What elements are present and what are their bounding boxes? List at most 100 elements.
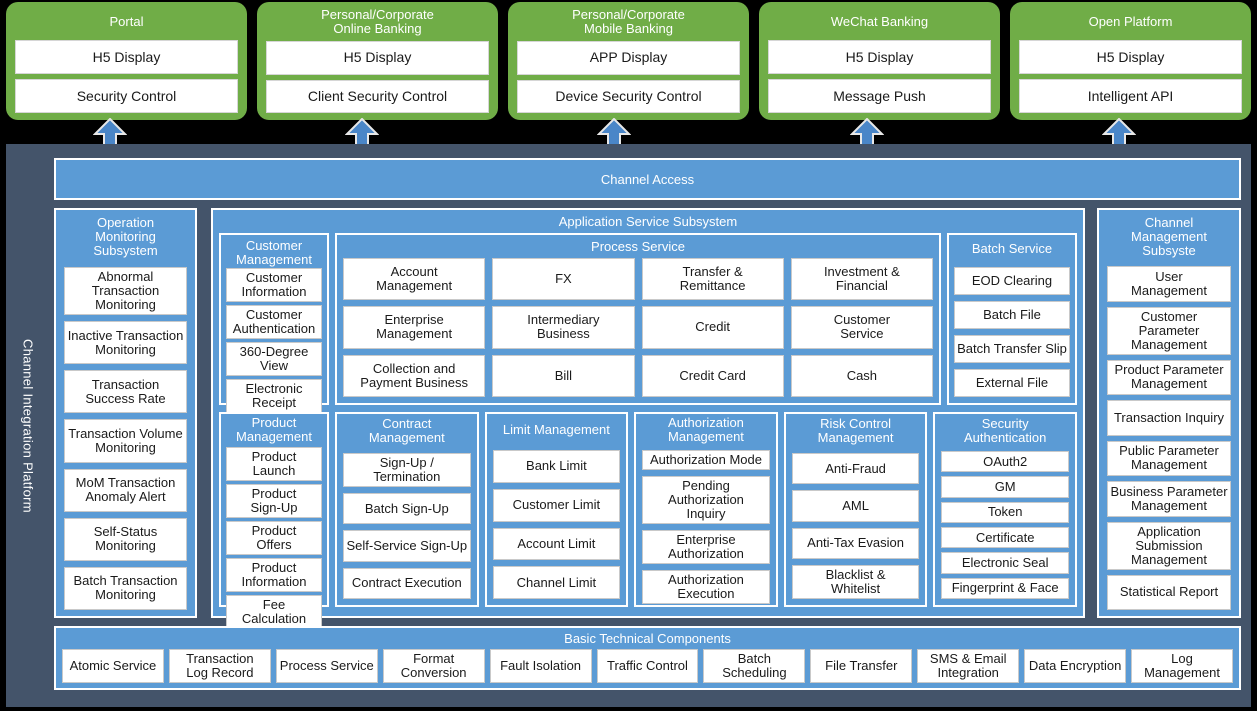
- channel-item[interactable]: APP Display: [517, 41, 740, 75]
- authorization-management-item[interactable]: Enterprise Authorization: [642, 530, 770, 564]
- security-authentication-item[interactable]: Certificate: [941, 526, 1069, 549]
- security-authentication-item[interactable]: Fingerprint & Face: [941, 577, 1069, 599]
- opmon-item[interactable]: Inactive Transaction Monitoring: [64, 321, 187, 365]
- channel-item[interactable]: H5 Display: [15, 40, 238, 74]
- process-service-item[interactable]: Cash: [790, 354, 933, 397]
- channel-card-online-banking[interactable]: Personal/Corporate Online Banking H5 Dis…: [257, 2, 498, 120]
- customer-management-item[interactable]: 360-Degree View: [226, 342, 322, 376]
- security-authentication-item[interactable]: GM: [941, 476, 1069, 498]
- customer-management-item[interactable]: Customer Information: [226, 268, 322, 302]
- limit-management-item[interactable]: Account Limit: [492, 527, 621, 561]
- opmon-item[interactable]: MoM Transaction Anomaly Alert: [64, 468, 187, 512]
- product-management-item[interactable]: Product Launch: [226, 447, 322, 481]
- group-title: Risk Control Management: [817, 416, 894, 445]
- contract-management-item[interactable]: Batch Sign-Up: [343, 493, 471, 525]
- channel-management-item[interactable]: Product Parameter Management: [1107, 359, 1231, 395]
- channel-item[interactable]: Security Control: [15, 79, 238, 113]
- batch-service-item[interactable]: External File: [954, 369, 1070, 397]
- security-authentication-item[interactable]: Electronic Seal: [941, 552, 1069, 574]
- channel-access-label: Channel Access: [600, 171, 695, 187]
- contract-management-item[interactable]: Sign-Up / Termination: [343, 453, 471, 487]
- basic-component-item[interactable]: Transaction Log Record: [168, 649, 271, 683]
- customer-management-item[interactable]: Electronic Receipt: [226, 379, 322, 413]
- channel-item[interactable]: H5 Display: [1019, 40, 1242, 74]
- section-title: Basic Technical Components: [564, 631, 731, 646]
- product-management-item[interactable]: Product Information: [226, 558, 322, 592]
- channel-card-wechat-banking[interactable]: WeChat Banking H5 Display Message Push: [759, 2, 1000, 120]
- channel-management-item[interactable]: Transaction Inquiry: [1107, 400, 1231, 436]
- channel-management-item[interactable]: Customer Parameter Management: [1107, 306, 1231, 355]
- basic-component-item[interactable]: Log Management: [1131, 649, 1233, 683]
- security-authentication-item[interactable]: Token: [941, 501, 1069, 523]
- channel-management-item[interactable]: Public Parameter Management: [1107, 440, 1231, 476]
- basic-components-row: Atomic Service Transaction Log Record Pr…: [62, 649, 1233, 683]
- limit-management-item[interactable]: Customer Limit: [492, 488, 621, 522]
- risk-control-item[interactable]: Blacklist & Whitelist: [791, 564, 920, 599]
- channel-item[interactable]: Device Security Control: [517, 79, 740, 113]
- basic-component-item[interactable]: Batch Scheduling: [703, 649, 806, 683]
- process-service-item[interactable]: FX: [492, 258, 635, 301]
- basic-component-item[interactable]: Traffic Control: [596, 649, 699, 683]
- opmon-item[interactable]: Transaction Success Rate: [64, 370, 187, 414]
- basic-component-item[interactable]: File Transfer: [810, 649, 913, 683]
- process-service-item[interactable]: Transfer & Remittance: [641, 258, 784, 301]
- basic-component-item[interactable]: Atomic Service: [62, 649, 164, 683]
- risk-control-item[interactable]: Anti-Fraud: [791, 453, 920, 485]
- basic-component-item[interactable]: Process Service: [275, 649, 378, 683]
- channel-item[interactable]: Message Push: [768, 79, 991, 113]
- contract-management-item[interactable]: Self-Service Sign-Up: [343, 530, 471, 562]
- channel-item[interactable]: H5 Display: [768, 40, 991, 74]
- process-service-item[interactable]: Account Management: [343, 258, 486, 301]
- channel-management-item[interactable]: User Management: [1107, 266, 1231, 302]
- batch-service-item[interactable]: EOD Clearing: [954, 267, 1070, 295]
- channel-item[interactable]: H5 Display: [266, 41, 489, 75]
- security-authentication-item[interactable]: OAuth2: [941, 451, 1069, 473]
- channel-item[interactable]: Client Security Control: [266, 79, 489, 113]
- opmon-item[interactable]: Self-Status Monitoring: [64, 517, 187, 561]
- channel-card-mobile-banking[interactable]: Personal/Corporate Mobile Banking APP Di…: [508, 2, 749, 120]
- customer-management-item[interactable]: Customer Authentication: [226, 305, 322, 339]
- limit-management-item[interactable]: Channel Limit: [492, 566, 621, 599]
- risk-control-item[interactable]: Anti-Tax Evasion: [791, 527, 920, 559]
- opmon-item[interactable]: Transaction Volume Monitoring: [64, 419, 187, 463]
- batch-service-group: Batch Service EOD Clearing Batch File Ba…: [947, 233, 1077, 405]
- limit-management-group: Limit Management Bank Limit Customer Lim…: [484, 412, 629, 607]
- channel-card-portal[interactable]: Portal H5 Display Security Control: [6, 2, 247, 120]
- authorization-management-item[interactable]: Pending Authorization Inquiry: [642, 476, 770, 524]
- process-service-item[interactable]: Credit: [641, 306, 784, 349]
- channel-item[interactable]: Intelligent API: [1019, 79, 1242, 113]
- opmon-item[interactable]: Batch Transaction Monitoring: [64, 566, 187, 611]
- product-management-item[interactable]: Product Offers: [226, 521, 322, 555]
- product-management-item[interactable]: Fee Calculation: [226, 595, 322, 629]
- product-management-item[interactable]: Product Sign-Up: [226, 484, 322, 518]
- group-title: Limit Management: [502, 421, 610, 437]
- process-service-item[interactable]: Investment & Financial: [790, 258, 933, 301]
- security-authentication-group: Security Authentication OAuth2 GM Token …: [933, 412, 1077, 607]
- basic-component-item[interactable]: Data Encryption: [1024, 649, 1127, 683]
- group-title: Batch Service: [971, 241, 1053, 256]
- process-service-item[interactable]: Credit Card: [641, 354, 784, 397]
- basic-component-item[interactable]: SMS & Email Integration: [917, 649, 1020, 683]
- channel-management-item[interactable]: Application Submission Management: [1107, 521, 1231, 570]
- group-title: Contract Management: [368, 416, 445, 445]
- authorization-management-item[interactable]: Authorization Execution: [642, 570, 770, 604]
- channel-management-item[interactable]: Business Parameter Management: [1107, 481, 1231, 517]
- batch-service-item[interactable]: Batch Transfer Slip: [954, 335, 1070, 363]
- process-service-item[interactable]: Intermediary Business: [492, 306, 635, 349]
- process-service-item[interactable]: Bill: [492, 354, 635, 397]
- channel-management-item[interactable]: Statistical Report: [1107, 574, 1231, 610]
- risk-control-item[interactable]: AML: [791, 490, 920, 522]
- opmon-item[interactable]: Abnormal Transaction Monitoring: [64, 267, 187, 315]
- process-service-item[interactable]: Collection and Payment Business: [343, 354, 486, 397]
- basic-component-item[interactable]: Fault Isolation: [489, 649, 592, 683]
- channel-access-bar[interactable]: Channel Access: [54, 158, 1241, 200]
- batch-service-item[interactable]: Batch File: [954, 301, 1070, 329]
- appsvc-row-2: Product Management Product Launch Produc…: [219, 412, 1077, 629]
- channel-card-open-platform[interactable]: Open Platform H5 Display Intelligent API: [1010, 2, 1251, 120]
- authorization-management-item[interactable]: Authorization Mode: [642, 450, 770, 470]
- process-service-item[interactable]: Enterprise Management: [343, 306, 486, 349]
- process-service-item[interactable]: Customer Service: [790, 306, 933, 349]
- basic-component-item[interactable]: Format Conversion: [382, 649, 485, 683]
- limit-management-item[interactable]: Bank Limit: [492, 450, 621, 483]
- contract-management-item[interactable]: Contract Execution: [343, 567, 471, 599]
